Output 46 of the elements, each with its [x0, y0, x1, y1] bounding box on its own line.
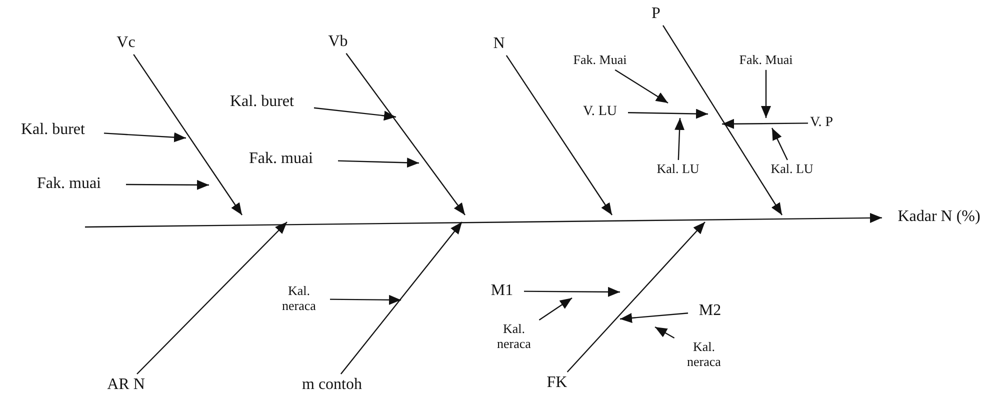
cause-label: Fak. Muai — [566, 53, 634, 68]
arrow — [133, 54, 242, 216]
cause-label: Vc — [108, 34, 144, 52]
cause-label: P — [644, 5, 668, 24]
arrow — [85, 212, 882, 228]
cause-label: Kal. buret — [212, 93, 312, 112]
cause-label: Fak. muai — [14, 175, 124, 194]
arrow — [104, 132, 186, 142]
arrow — [628, 108, 708, 119]
cause-label: AR N — [96, 376, 156, 394]
arrow — [771, 128, 788, 160]
arrow — [506, 55, 612, 216]
cause-label: Kal. LU — [656, 162, 700, 177]
arrow — [524, 286, 620, 297]
cause-label: M1 — [482, 282, 522, 300]
cause-label: Fak. muai — [226, 150, 336, 168]
arrow — [136, 222, 288, 374]
arrow — [722, 118, 808, 129]
arrow — [126, 180, 209, 190]
arrow — [314, 107, 396, 121]
arrow — [620, 312, 688, 323]
cause-label: Kal. LU — [770, 162, 814, 177]
cause-label: Kal. neraca — [676, 340, 732, 370]
arrow — [566, 222, 706, 372]
cause-label: N — [486, 35, 512, 54]
arrow — [346, 53, 466, 216]
cause-label: Kadar N (%) — [884, 208, 994, 226]
cause-label: Kal. buret — [4, 121, 102, 140]
cause-label: M2 — [690, 302, 730, 320]
arrow — [614, 69, 668, 104]
arrow — [662, 25, 782, 216]
cause-label: V. LU — [574, 104, 626, 120]
cause-label: Fak. Muai — [732, 53, 800, 68]
arrow — [761, 70, 771, 118]
arrow — [538, 298, 572, 320]
cause-label: Vb — [320, 33, 356, 52]
cause-label: V. P — [810, 115, 844, 132]
arrow — [338, 158, 420, 168]
arrow — [330, 294, 401, 305]
arrow — [654, 326, 675, 339]
cause-label: Kal. neraca — [486, 322, 542, 352]
cause-label: FK — [540, 374, 574, 392]
arrow — [340, 222, 462, 374]
cause-label: Kal. neraca — [270, 284, 328, 314]
arrow — [674, 118, 685, 160]
cause-label: m contoh — [290, 376, 374, 394]
